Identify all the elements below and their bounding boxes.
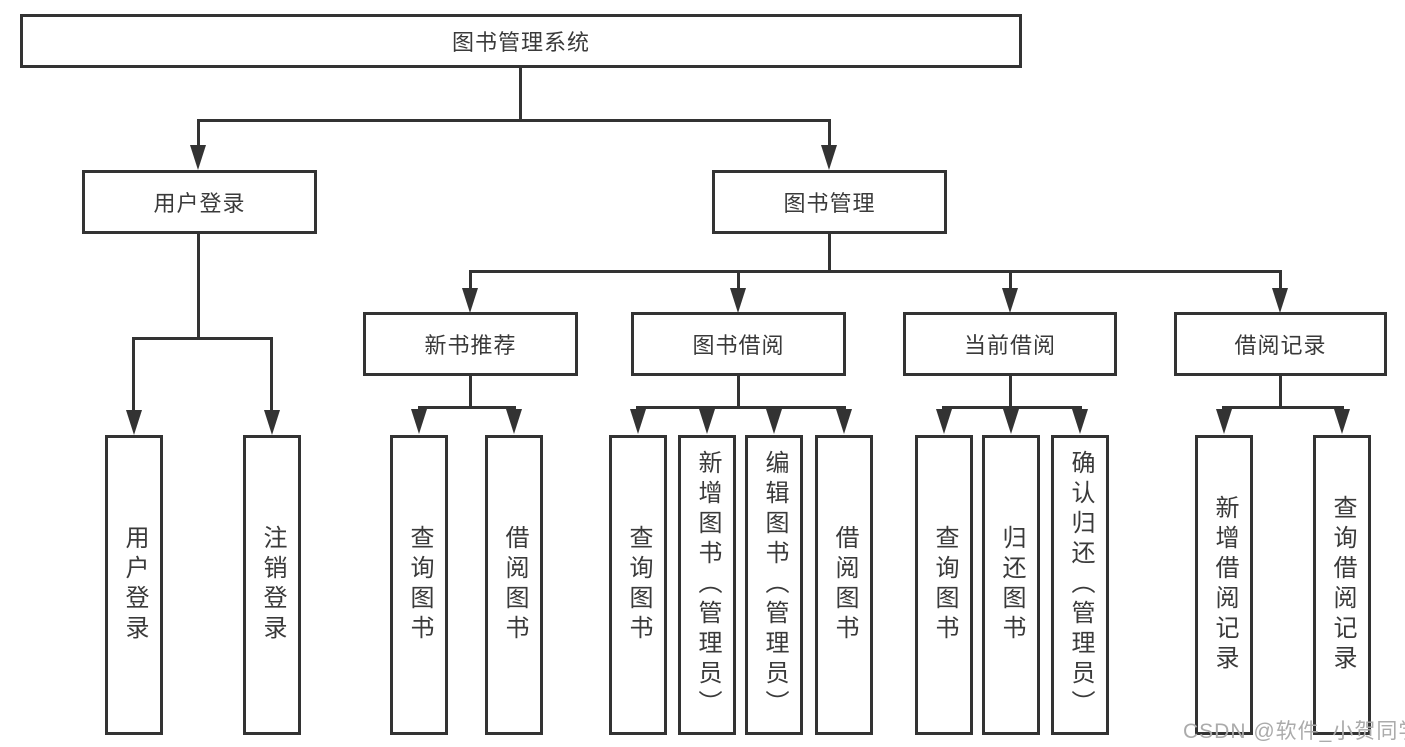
arrow-to-leaf-query-borrow-record [1334,409,1350,434]
leaf-borrow-book-1-label: 借阅图书 [501,525,528,645]
node-user-login: 用户登录 [82,170,317,234]
leaf-edit-book-admin: 编辑图书（管理员） [745,435,803,735]
leaf-logout: 注销登录 [243,435,301,735]
connector-root-right-drop [828,119,831,147]
connector-br-drop [1279,376,1282,409]
node-borrow-record-label: 借阅记录 [1234,333,1327,358]
leaf-edit-book-admin-label: 编辑图书（管理员） [761,450,788,720]
connector-cb-bar [942,406,1082,409]
connector-cb-drop [1009,376,1012,409]
connector-user-login-drop-2 [270,337,273,413]
leaf-query-borrow-record: 查询借阅记录 [1313,435,1371,735]
leaf-borrow-book-2-label: 借阅图书 [831,525,858,645]
leaf-query-borrow-record-label: 查询借阅记录 [1329,495,1356,675]
connector-root-drop [519,68,522,121]
node-user-login-label: 用户登录 [153,191,246,216]
node-book-borrow-label: 图书借阅 [692,333,785,358]
arrow-to-leaf-add-book [699,409,715,434]
connector-nbr-drop [469,376,472,409]
connector-l3-drop-1 [469,270,472,291]
arrow-to-new-book-recommend [462,288,478,313]
csdn-watermark: CSDN @软件_小贺同学 [1183,720,1405,743]
node-book-borrow: 图书借阅 [631,312,846,376]
leaf-borrow-book-2: 借阅图书 [815,435,873,735]
arrow-to-user-login [190,145,206,170]
arrow-to-leaf-add-borrow-record [1216,409,1232,434]
leaf-add-borrow-record: 新增借阅记录 [1195,435,1253,735]
arrow-to-leaf-edit-book [766,409,782,434]
node-root: 图书管理系统 [20,14,1022,68]
leaf-confirm-return-admin-label: 确认归还（管理员） [1067,450,1094,720]
leaf-logout-label: 注销登录 [259,525,286,645]
connector-user-login-drop [197,234,200,340]
node-book-management-label: 图书管理 [783,191,876,216]
connector-root-left-drop [197,119,200,147]
node-new-book-recommend: 新书推荐 [363,312,578,376]
connector-user-login-bar [133,337,273,340]
node-root-label: 图书管理系统 [451,30,590,55]
connector-l3-drop-4 [1279,270,1282,291]
leaf-user-login-label: 用户登录 [121,525,148,645]
arrow-to-leaf-borrow-book-1 [506,409,522,434]
node-new-book-recommend-label: 新书推荐 [424,333,517,358]
connector-br-bar [1222,406,1344,409]
leaf-query-book-3-label: 查询图书 [931,525,958,645]
connector-root-bar [198,119,830,122]
node-borrow-record: 借阅记录 [1174,312,1387,376]
leaf-return-book-label: 归还图书 [998,525,1025,645]
arrow-to-leaf-query-book-3 [936,409,952,434]
arrow-to-borrow-record [1272,288,1288,313]
leaf-borrow-book-1: 借阅图书 [485,435,543,735]
connector-nbr-bar [418,406,516,409]
connector-book-mgmt-bar [469,270,1282,273]
leaf-query-book-3: 查询图书 [915,435,973,735]
connector-user-login-drop-1 [132,337,135,413]
connector-l3-drop-2 [737,270,740,291]
connector-l3-drop-3 [1009,270,1012,291]
leaf-query-book-2: 查询图书 [609,435,667,735]
arrow-to-leaf-borrow-book-2 [836,409,852,434]
arrow-to-leaf-query-book-1 [411,409,427,434]
leaf-add-book-admin: 新增图书（管理员） [678,435,736,735]
leaf-return-book: 归还图书 [982,435,1040,735]
connector-book-mgmt-drop [828,234,831,273]
arrow-to-leaf-query-book-2 [630,409,646,434]
leaf-user-login: 用户登录 [105,435,163,735]
leaf-add-book-admin-label: 新增图书（管理员） [694,450,721,720]
arrow-to-leaf-confirm-return [1072,409,1088,434]
node-book-management: 图书管理 [712,170,947,234]
leaf-add-borrow-record-label: 新增借阅记录 [1211,495,1238,675]
leaf-query-book-1-label: 查询图书 [406,525,433,645]
arrow-to-book-borrow [730,288,746,313]
node-current-borrow: 当前借阅 [903,312,1117,376]
node-current-borrow-label: 当前借阅 [963,333,1056,358]
leaf-confirm-return-admin: 确认归还（管理员） [1051,435,1109,735]
connector-bb-bar [636,406,846,409]
arrow-to-current-borrow [1002,288,1018,313]
arrow-to-leaf-return-book [1003,409,1019,434]
arrow-to-leaf-user-login [126,410,142,435]
connector-bb-drop [737,376,740,409]
leaf-query-book-2-label: 查询图书 [625,525,652,645]
arrow-to-leaf-logout [264,410,280,435]
arrow-to-book-management [821,145,837,170]
leaf-query-book-1: 查询图书 [390,435,448,735]
